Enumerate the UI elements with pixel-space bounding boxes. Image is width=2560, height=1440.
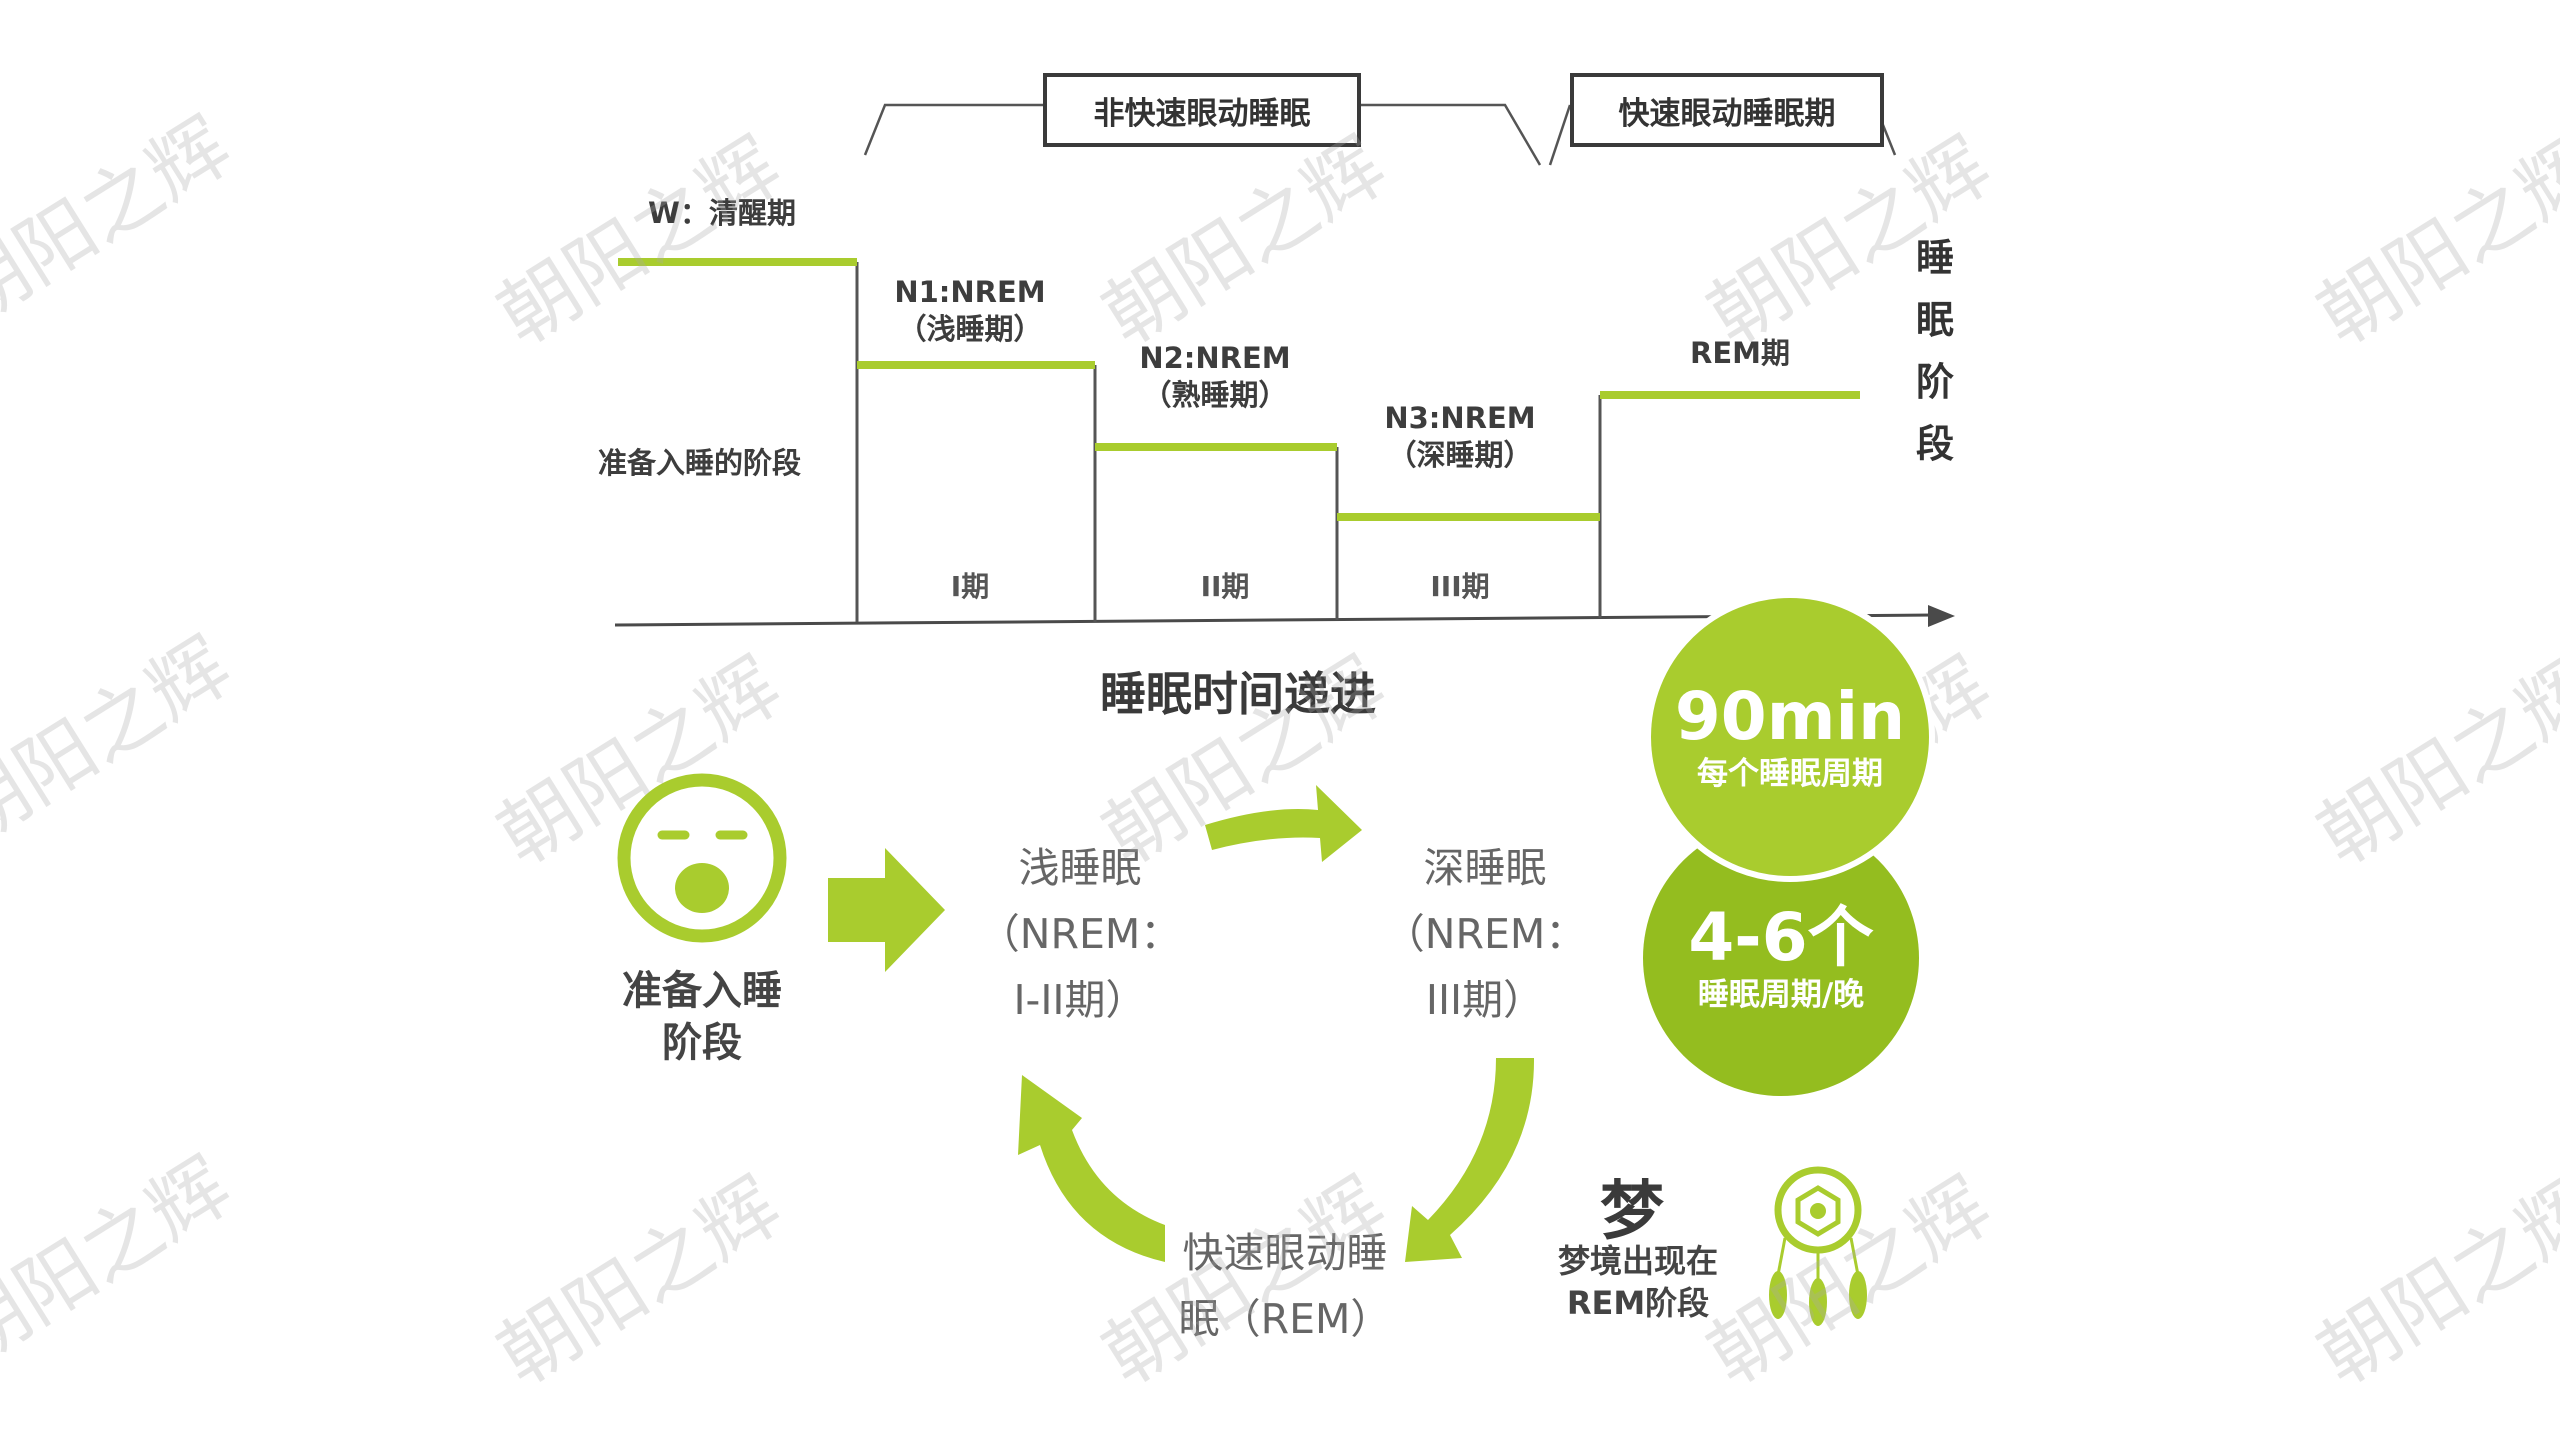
cycle-arrow-right-icon — [1405, 1058, 1535, 1262]
rem-sleep-line: 眠（REM） — [1178, 1295, 1392, 1343]
n3-name: N3:NREM — [1384, 401, 1536, 435]
n3-label: N3:NREM （深睡期） — [1360, 400, 1560, 474]
dreamcatcher-icon — [1769, 1166, 1867, 1326]
wake-label: W：清醒期 — [648, 196, 796, 230]
rem-stage-label: REM期 — [1690, 336, 1790, 370]
n1-name: N1:NREM — [894, 275, 1046, 309]
dream-caption: 梦境出现在 REM阶段 — [1548, 1240, 1728, 1324]
rem-sleep-node: 快速眼动睡 眠（REM） — [1155, 1220, 1415, 1352]
deep-sleep-line: III期） — [1425, 976, 1545, 1024]
cycle-duration-circle: 90min 每个睡眠周期 — [1645, 592, 1935, 882]
period-3: III期 — [1430, 570, 1490, 603]
sleepy-face-icon — [617, 773, 787, 943]
phase-nrem-box: 非快速眼动睡眠 — [1043, 73, 1361, 147]
phase-rem-label: 快速眼动睡眠期 — [1618, 95, 1836, 132]
prep-stage-caption: 准备入睡 阶段 — [596, 965, 808, 1069]
side-title-char: 段 — [1915, 422, 1954, 466]
side-title: 睡 眠 阶 段 — [1913, 227, 1957, 475]
light-sleep-line: I-II期） — [1013, 976, 1147, 1024]
side-title-char: 眠 — [1915, 298, 1954, 342]
nrem-bracket — [863, 103, 1045, 156]
rem-bracket — [1548, 104, 1572, 166]
dream-title: 梦 — [1600, 1175, 1664, 1249]
n1-label: N1:NREM （浅睡期） — [870, 274, 1070, 348]
start-arrow-icon — [828, 848, 945, 972]
prep-line: 阶段 — [662, 1020, 742, 1066]
cycle-duration-caption: 每个睡眠周期 — [1697, 756, 1883, 792]
prep-stage-label: 准备入睡的阶段 — [598, 446, 802, 480]
n2-label: N2:NREM （熟睡期） — [1115, 340, 1315, 414]
x-axis-title: 睡眠时间递进 — [1100, 667, 1376, 721]
deep-sleep-line: （NREM： — [1383, 910, 1587, 958]
side-title-char: 阶 — [1915, 360, 1954, 404]
time-axis-arrow-icon — [1928, 605, 1955, 627]
rem-sleep-line: 快速眼动睡 — [1182, 1229, 1388, 1277]
deep-sleep-line: 深睡眠 — [1423, 844, 1547, 892]
n2-sub: （熟睡期） — [1142, 378, 1288, 412]
phase-rem-box: 快速眼动睡眠期 — [1570, 73, 1884, 147]
light-sleep-line: （NREM： — [978, 910, 1182, 958]
n1-sub: （浅睡期） — [897, 312, 1043, 346]
nrem-bracket — [1355, 103, 1542, 166]
period-1: I期 — [950, 570, 990, 603]
cycles-per-night-caption: 睡眠周期/晚 — [1697, 977, 1865, 1013]
prep-line: 准备入睡 — [622, 968, 782, 1014]
side-title-char: 睡 — [1915, 236, 1954, 280]
cycle-duration-value: 90min — [1674, 678, 1906, 755]
cycles-per-night-value: 4-6个 — [1688, 899, 1874, 976]
dream-line: REM阶段 — [1566, 1284, 1710, 1322]
dream-line: 梦境出现在 — [1557, 1242, 1718, 1280]
deep-sleep-node: 深睡眠 （NREM： III期） — [1375, 835, 1595, 1033]
light-sleep-line: 浅睡眠 — [1018, 844, 1142, 892]
cycle-arrow-left-icon — [1018, 1075, 1165, 1262]
cycle-arrow-top-icon — [1205, 785, 1362, 862]
light-sleep-node: 浅睡眠 （NREM： I-II期） — [970, 835, 1190, 1033]
phase-nrem-label: 非快速眼动睡眠 — [1093, 95, 1311, 132]
n2-name: N2:NREM — [1139, 341, 1291, 375]
n3-sub: （深睡期） — [1387, 438, 1533, 472]
period-2: II期 — [1200, 570, 1250, 603]
